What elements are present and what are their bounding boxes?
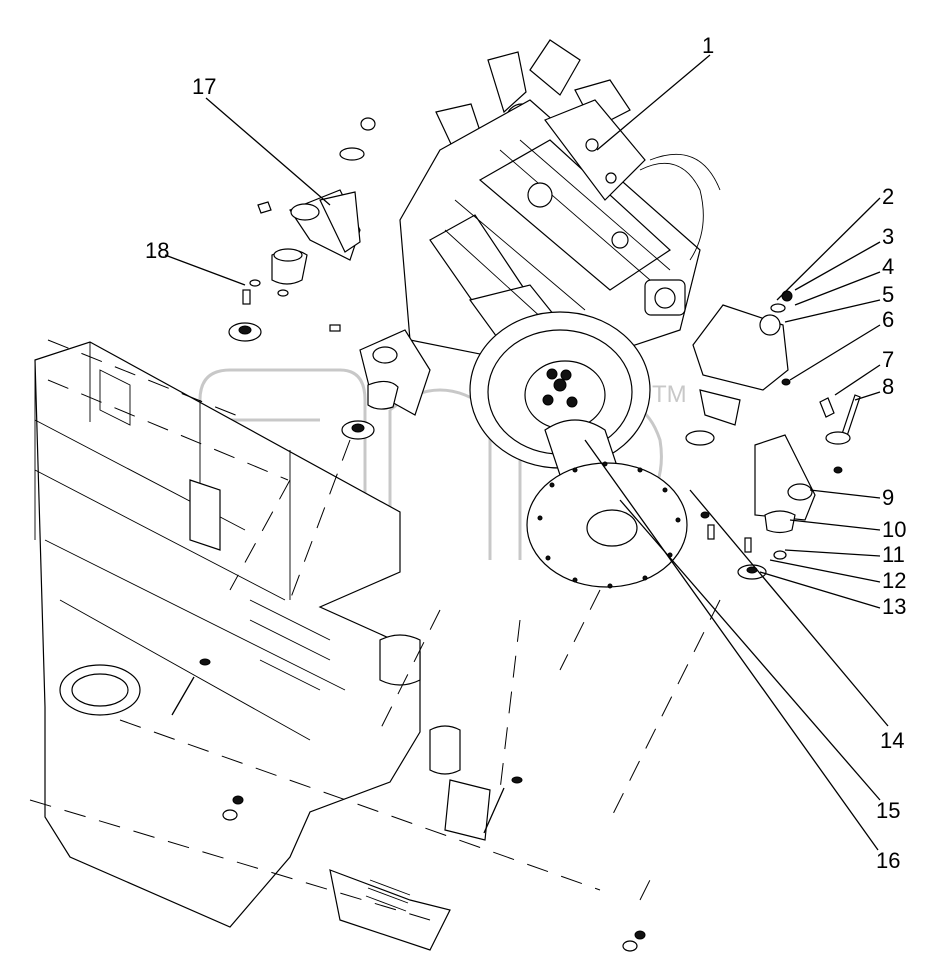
callout-13: 13	[882, 594, 906, 619]
chassis-frame	[34, 341, 646, 952]
callout-15: 15	[876, 798, 900, 823]
callout-3: 3	[882, 224, 894, 249]
callout-18: 18	[145, 238, 169, 263]
callout-6: 6	[882, 307, 894, 332]
callout-9: 9	[882, 485, 894, 510]
callout-14: 14	[880, 728, 904, 753]
callout-8: 8	[882, 374, 894, 399]
callout-12: 12	[882, 568, 906, 593]
flywheel-coupling	[526, 419, 688, 589]
callout-4: 4	[882, 254, 894, 279]
callout-10: 10	[882, 517, 906, 542]
leader-lines	[164, 54, 889, 851]
right-mounts	[685, 290, 861, 580]
watermark-trademark: TM	[652, 381, 687, 408]
assembly-guide-lines	[29, 339, 721, 921]
callout-16: 16	[876, 848, 900, 873]
callout-5: 5	[882, 282, 894, 307]
left-rear-mount	[228, 117, 376, 342]
callout-17: 17	[192, 74, 216, 99]
callout-2: 2	[882, 184, 894, 209]
callout-11: 11	[882, 542, 905, 567]
callout-1: 1	[702, 33, 714, 58]
engine-assembly	[399, 39, 721, 469]
callout-labels: 1 2 3 4 5 6 7 8 9 10 11 12 13 14 15 16 1…	[145, 33, 906, 873]
callout-7: 7	[882, 347, 894, 372]
left-front-mount	[329, 324, 431, 440]
